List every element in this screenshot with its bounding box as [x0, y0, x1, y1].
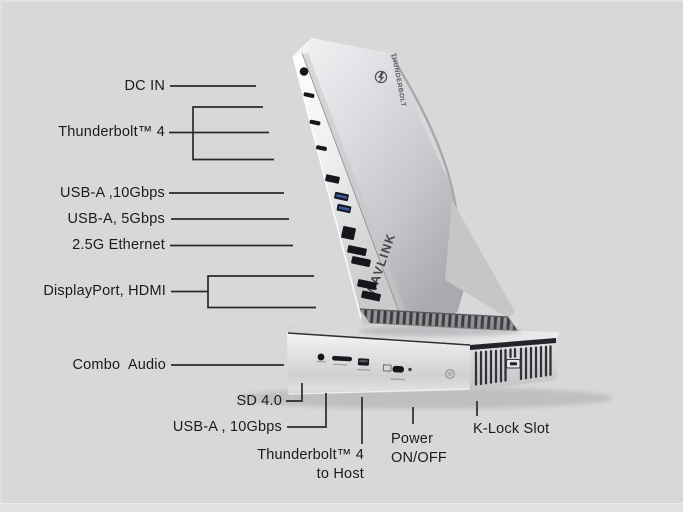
usb-a-5g-port-1: [334, 191, 349, 202]
callout-usba-10g: USB-A ,10Gbps: [60, 185, 165, 201]
audio-jack-ring: [316, 352, 326, 362]
callout-usba-5g: USB-A, 5Gbps: [67, 211, 165, 227]
base-bottom-highlight: [288, 388, 470, 395]
tower-edge-highlight: [292, 55, 362, 319]
frame-edge-left: [0, 0, 2, 512]
callout-tb-host: Thunderbolt™ 4 to Host: [257, 447, 364, 482]
k-lock-slot: [506, 359, 521, 369]
thunderbolt-bolt-icon: [378, 71, 385, 84]
ethernet-port: [341, 225, 356, 241]
displayport-2: [351, 256, 371, 268]
frame-edge-bottom: [0, 503, 683, 512]
thunderbolt-logo-icon: [374, 70, 388, 84]
port-label-marks: [316, 360, 405, 381]
thunderbolt-port-3: [316, 145, 327, 151]
base-front-seam: [287, 332, 471, 346]
base-ports: [316, 352, 455, 381]
callout-ethernet: 2.5G Ethernet: [72, 237, 165, 253]
dock-tower: THUNDERBOLT WAVLINK: [292, 38, 519, 332]
leader-lines: [169, 85, 478, 444]
vent-grille: [474, 345, 552, 386]
leader-bracket-thunderbolt4: [192, 106, 274, 161]
usb-a-5g-port-2: [336, 203, 352, 214]
displayport-1: [347, 245, 367, 257]
frame-edge-top: [0, 0, 683, 2]
callout-klock: K-Lock Slot: [473, 421, 550, 437]
sd-card-slot: [332, 355, 352, 362]
base-vent-top-band: [470, 338, 556, 350]
hdmi-port-1: [357, 279, 377, 291]
callout-dc-in: DC IN: [124, 78, 165, 94]
callout-dp-hdmi: DisplayPort, HDMI: [43, 283, 166, 299]
callout-sd: SD 4.0: [236, 393, 282, 409]
usb-a-10g-port: [325, 174, 340, 184]
tower-front-face: [302, 38, 464, 315]
thunderbolt-host-port: [392, 365, 404, 373]
hdmi-port-2: [361, 290, 381, 302]
usb-a-front-tongue: [359, 359, 368, 363]
leader-line-sd: [286, 383, 303, 402]
callout-thunderbolt4: Thunderbolt™ 4: [58, 124, 165, 140]
callout-combo-audio: Combo Audio: [72, 357, 166, 373]
callout-usba-10g-bottom: USB-A , 10Gbps: [172, 419, 282, 435]
screw: [445, 369, 455, 379]
leader-line-usba-10g-bottom: [287, 393, 327, 428]
dc-in-port: [299, 67, 309, 76]
tower-ports: [299, 67, 381, 302]
base-top-shadow: [358, 325, 522, 337]
base-front-face: [287, 332, 470, 395]
dock-base: [284, 324, 560, 395]
callout-power: Power ON/OFF: [391, 431, 447, 466]
power-button: [408, 367, 412, 372]
tower-port-face: [293, 52, 402, 326]
host-icon: [382, 364, 392, 372]
tower-corner-sheen: [302, 52, 405, 312]
thunderbolt-port-2: [309, 119, 321, 126]
tower-seam-line: [301, 52, 400, 313]
leader-bracket-dp-hdmi: [207, 275, 316, 309]
combo-audio-jack: [317, 353, 325, 361]
tower-hinge: [445, 200, 515, 318]
thunderbolt-port-1: [303, 92, 315, 98]
